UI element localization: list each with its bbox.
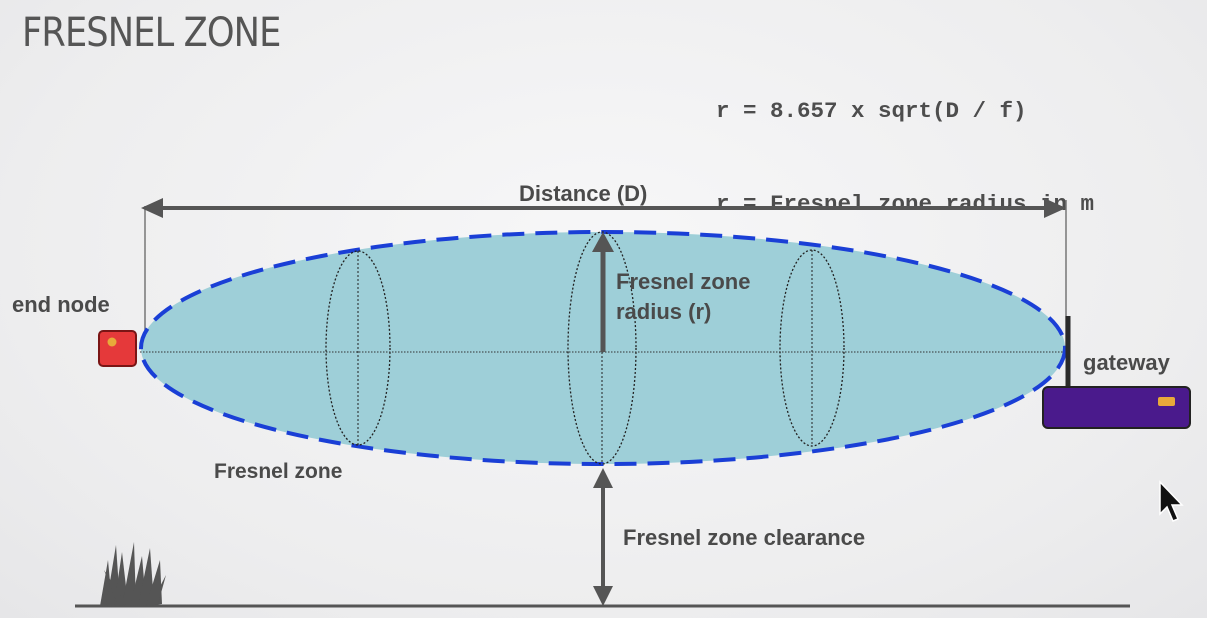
distance-arrow-right-head <box>1044 198 1066 218</box>
gateway-device <box>1042 386 1191 429</box>
distance-arrow-left-head <box>141 198 163 218</box>
mouse-cursor-icon <box>1159 480 1184 522</box>
fresnel-zone-label: Fresnel zone <box>214 460 343 483</box>
end-node-device <box>98 330 137 367</box>
cross-section-center <box>567 231 637 465</box>
radius-label-line2: radius (r) <box>616 299 712 324</box>
gateway-label: gateway <box>1083 350 1170 375</box>
grass-icon <box>100 542 166 606</box>
radius-arrow-head <box>592 232 614 252</box>
clearance-arrow-top-head <box>593 468 613 488</box>
distance-label: Distance (D) <box>519 181 648 206</box>
radius-label-line1: Fresnel zone <box>616 269 751 294</box>
clearance-arrow-bottom-head <box>593 586 613 606</box>
end-node-label: end node <box>12 292 110 317</box>
formula-line: r = Fresnel zone radius in m <box>716 191 1095 217</box>
gateway-led <box>1158 397 1175 406</box>
clearance-label: Fresnel zone clearance <box>623 525 866 550</box>
formula-line: r = 8.657 x sqrt(D / f) <box>716 98 1027 124</box>
cross-section-left <box>325 250 391 446</box>
end-node-led <box>107 337 117 347</box>
page-title: FRESNEL ZONE <box>22 10 281 56</box>
